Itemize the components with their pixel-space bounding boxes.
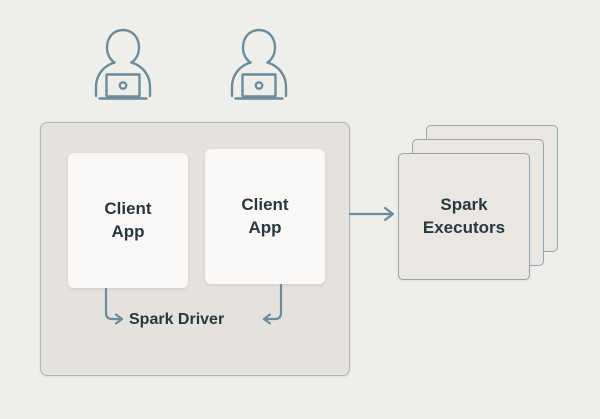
client-app-label-line2: App bbox=[111, 221, 145, 241]
client-app-label-line1: Client bbox=[104, 198, 152, 218]
client-app-card[interactable]: Client App bbox=[68, 153, 188, 288]
spark-executors-label-line2: Executors bbox=[422, 217, 506, 237]
spark-executors-card[interactable]: Spark Executors bbox=[398, 153, 530, 280]
spark-driver-label: Spark Driver bbox=[129, 311, 225, 328]
client-app-card[interactable]: Client App bbox=[205, 149, 325, 284]
person-with-laptop-icon bbox=[86, 26, 160, 108]
person-with-laptop-icon bbox=[222, 26, 296, 108]
spark-executors-label-line1: Spark bbox=[440, 194, 488, 214]
connector-driver-to-executors bbox=[348, 206, 395, 222]
client-app-label-line2: App bbox=[248, 217, 282, 237]
client-app-label-line1: Client bbox=[241, 194, 289, 214]
